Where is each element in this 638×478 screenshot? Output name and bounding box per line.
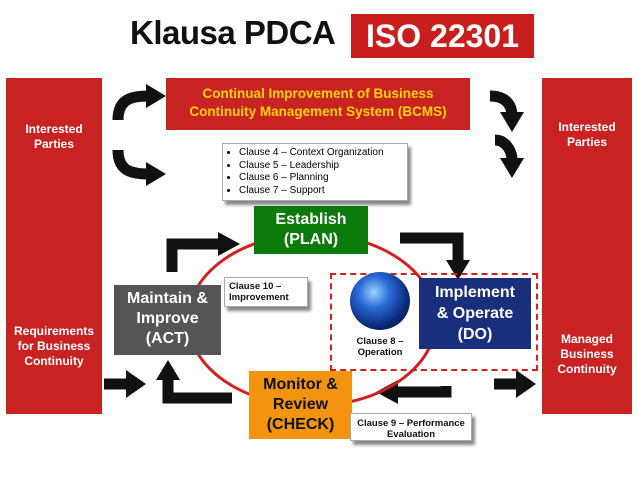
clause-item: Clause 5 – Leadership <box>239 160 407 173</box>
right-managed-continuity: Managed Business Continuity <box>557 332 617 376</box>
bcms-banner: Continual Improvement of Business Contin… <box>166 78 470 130</box>
left-requirements: Requirements for Business Continuity <box>13 324 95 368</box>
right-panel: Interested Parties Managed Business Cont… <box>542 78 632 414</box>
arrowhead-8 <box>156 360 180 380</box>
page-title: Klausa PDCA <box>130 14 336 51</box>
arrow-act-to-plan <box>166 238 220 272</box>
clause9-note: Clause 9 – Performance Evaluation <box>350 413 472 441</box>
arrow-check-to-act <box>162 378 232 404</box>
iso-badge: ISO 22301 <box>351 14 534 58</box>
arrow-left-to-banner <box>112 90 149 121</box>
arrowhead-6 <box>446 260 470 280</box>
arrowhead-4 <box>500 158 524 178</box>
clause8-label: Clause 8 – Operation <box>356 336 404 358</box>
do-dashed-frame <box>330 273 538 371</box>
right-interested-parties: Interested Parties <box>558 120 616 149</box>
arrowhead-2 <box>146 162 166 186</box>
arrowhead-10 <box>516 370 536 398</box>
clause-item: Clause 4 – Context Organization <box>239 147 407 160</box>
arrow-do-to-check <box>396 386 452 398</box>
arrowhead-1 <box>146 84 166 108</box>
act-box: Maintain & Improve (ACT) <box>114 285 221 355</box>
check-box: Monitor & Review (CHECK) <box>249 371 352 439</box>
arrow-right-lower <box>494 134 518 161</box>
arrow-plan-to-do <box>400 232 464 262</box>
globe-icon <box>350 272 410 330</box>
left-panel: Interested Parties Requirements for Busi… <box>6 78 102 414</box>
arrow-left-lower <box>112 149 149 180</box>
arrowhead-5 <box>218 232 240 256</box>
do-box: Implement & Operate (DO) <box>419 278 531 349</box>
clause-list-note: Clause 4 – Context Organization Clause 5… <box>222 143 408 201</box>
clause-item: Clause 6 – Planning <box>239 172 407 185</box>
clause-item: Clause 7 – Support <box>239 185 407 198</box>
plan-box: Establish (PLAN) <box>254 206 368 254</box>
arrowhead-9 <box>126 370 146 398</box>
arrowhead-3 <box>500 112 524 132</box>
left-interested-parties: Interested Parties <box>25 122 83 151</box>
clause10-note: Clause 10 – Improvement <box>224 277 308 307</box>
